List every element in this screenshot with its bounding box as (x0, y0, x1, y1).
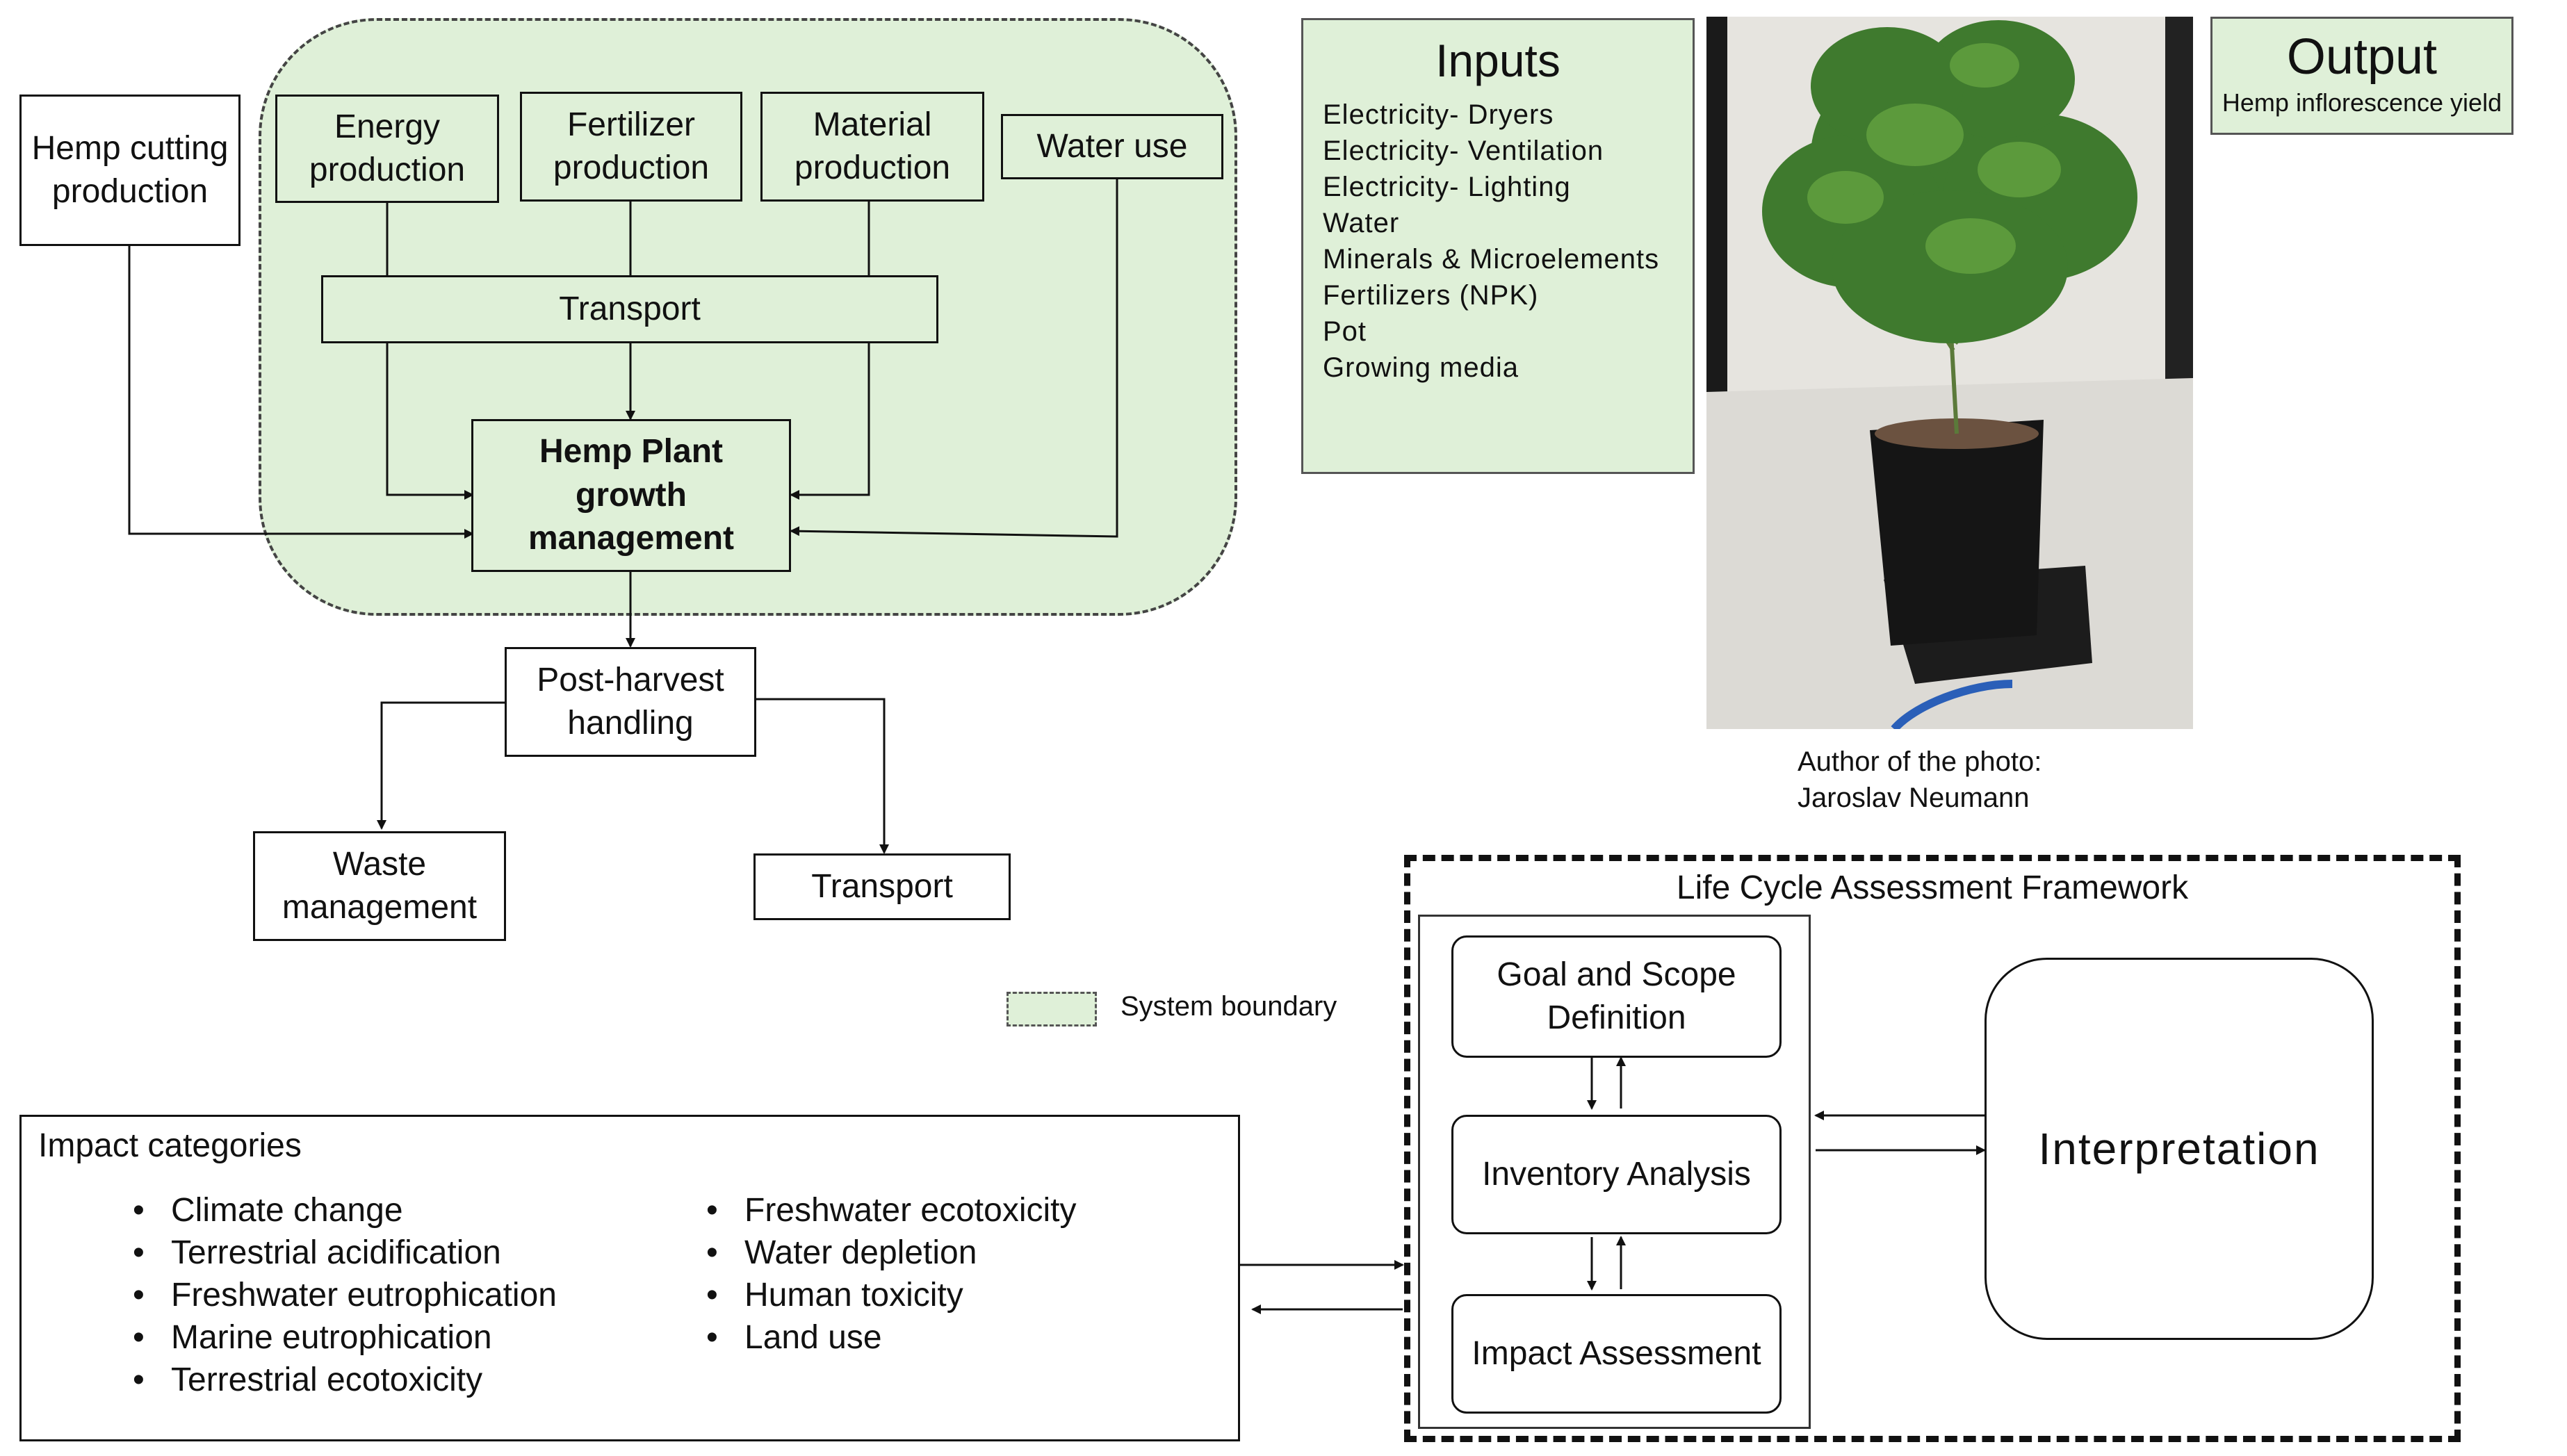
impact-list-left: Climate change Terrestrial acidification… (133, 1189, 557, 1401)
goal-scope-box: Goal and Scope Definition (1451, 935, 1782, 1058)
arrow-material-to-growth (790, 202, 870, 500)
transport-top-box: Transport (321, 275, 938, 343)
inputs-list: Electricity- Dryers Electricity- Ventila… (1323, 97, 1693, 386)
input-item: Electricity- Dryers (1323, 99, 1554, 130)
system-boundary-swatch (1007, 992, 1097, 1026)
impact-item: Terrestrial acidification (133, 1232, 557, 1274)
system-boundary-label: System boundary (1120, 991, 1337, 1022)
inventory-analysis-box: Inventory Analysis (1451, 1115, 1782, 1234)
impact-title: Impact categories (38, 1127, 302, 1164)
output-subtitle: Hemp inflorescence yield (2222, 88, 2502, 117)
arrow-energy-to-growth (386, 202, 474, 500)
impact-categories-box: Impact categories Climate change Terrest… (19, 1115, 1240, 1441)
input-item: Electricity- Lighting (1323, 172, 1571, 202)
lca-framework-frame (1404, 855, 2461, 1442)
inputs-panel: Inputs Electricity- Dryers Electricity- … (1301, 18, 1695, 474)
hemp-plant-photo (1706, 17, 2193, 729)
growth-management-box: Hemp Plant growth management (471, 419, 791, 572)
arrow-water-to-growth (790, 178, 1118, 538)
impact-item: Human toxicity (706, 1274, 1077, 1316)
impact-list-right: Freshwater ecotoxicity Water depletion H… (706, 1189, 1077, 1359)
arrow-cutting-to-growth (128, 245, 474, 539)
arrow-postharvest-to-waste (377, 701, 506, 830)
water-use-box: Water use (1001, 114, 1223, 179)
input-item: Fertilizers (NPK) (1323, 280, 1539, 311)
energy-box: Energy production (275, 95, 499, 203)
input-item: Growing media (1323, 352, 1519, 383)
input-item: Pot (1323, 316, 1367, 347)
impact-item: Land use (706, 1316, 1077, 1359)
input-item: Water (1323, 208, 1400, 238)
fertilizer-box: Fertilizer production (520, 92, 742, 202)
output-title: Output (2286, 29, 2438, 85)
inputs-title: Inputs (1435, 35, 1560, 86)
impact-item: Freshwater eutrophication (133, 1274, 557, 1316)
photo-caption-line1: Author of the photo: (1798, 746, 2042, 777)
impact-item: Climate change (133, 1189, 557, 1232)
transport-bottom-box: Transport (753, 853, 1011, 920)
impact-item: Terrestrial ecotoxicity (133, 1359, 557, 1401)
input-item: Electricity- Ventilation (1323, 136, 1604, 166)
impact-item: Marine eutrophication (133, 1316, 557, 1359)
interpretation-box: Interpretation (1985, 958, 2374, 1340)
photo-caption-line2: Jaroslav Neumann (1798, 783, 2030, 813)
impact-assessment-box: Impact Assessment (1451, 1294, 1782, 1414)
arrow-postharvest-to-transport (755, 698, 889, 854)
material-box: Material production (760, 92, 984, 202)
input-item: Minerals & Microelements (1323, 244, 1660, 275)
impact-item: Freshwater ecotoxicity (706, 1189, 1077, 1232)
impact-item: Water depletion (706, 1232, 1077, 1274)
hemp-cutting-box: Hemp cutting production (19, 95, 241, 246)
hemp-plant-illustration (1706, 17, 2193, 729)
lca-phases-container (1418, 915, 1811, 1429)
post-harvest-box: Post-harvest handling (505, 647, 756, 757)
output-panel: Output Hemp inflorescence yield (2210, 17, 2513, 135)
waste-management-box: Waste management (253, 831, 506, 941)
lca-framework-title: Life Cycle Assessment Framework (1676, 869, 2189, 906)
